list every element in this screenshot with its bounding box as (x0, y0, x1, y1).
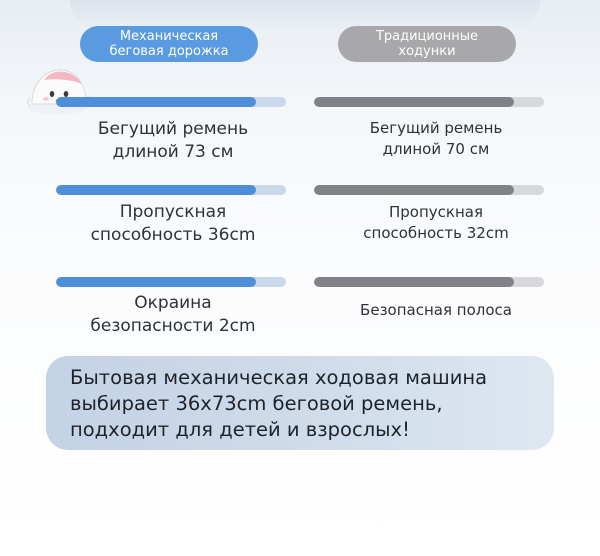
walker-belt-length-label: Бегущий ремень длиной 70 см (369, 119, 503, 158)
treadmill-header-pill: Механическая беговая дорожка (80, 26, 258, 62)
top-glow (70, 0, 540, 30)
treadmill-belt-length-bar (56, 97, 286, 107)
treadmill-safety-edge-bar (56, 277, 286, 287)
summary-banner: Бытовая механическая ходовая машина выби… (46, 356, 554, 450)
mascot-character-icon (27, 69, 91, 114)
treadmill-capacity-bar (56, 185, 286, 195)
treadmill-belt-length-label: Бегущий ремень длиной 73 см (97, 119, 249, 162)
walker-safety-strip-bar (314, 277, 544, 287)
summary-text: Бытовая механическая ходовая машина выби… (70, 366, 488, 441)
walker-safety-strip-label: Безопасная полоса (360, 301, 512, 319)
treadmill-safety-edge-label: Окраина безопасности 2cm (90, 293, 256, 336)
treadmill-header-label: Механическая беговая дорожка (109, 29, 229, 59)
walker-header-pill: Традиционные ходунки (338, 26, 516, 62)
walker-capacity-label: Пропускная способность 32cm (363, 203, 509, 242)
walker-header-label: Традиционные ходунки (375, 29, 479, 59)
treadmill-capacity-label: Пропускная способность 36cm (90, 202, 256, 245)
walker-belt-length-bar (314, 97, 544, 107)
walker-capacity-bar (314, 185, 544, 195)
